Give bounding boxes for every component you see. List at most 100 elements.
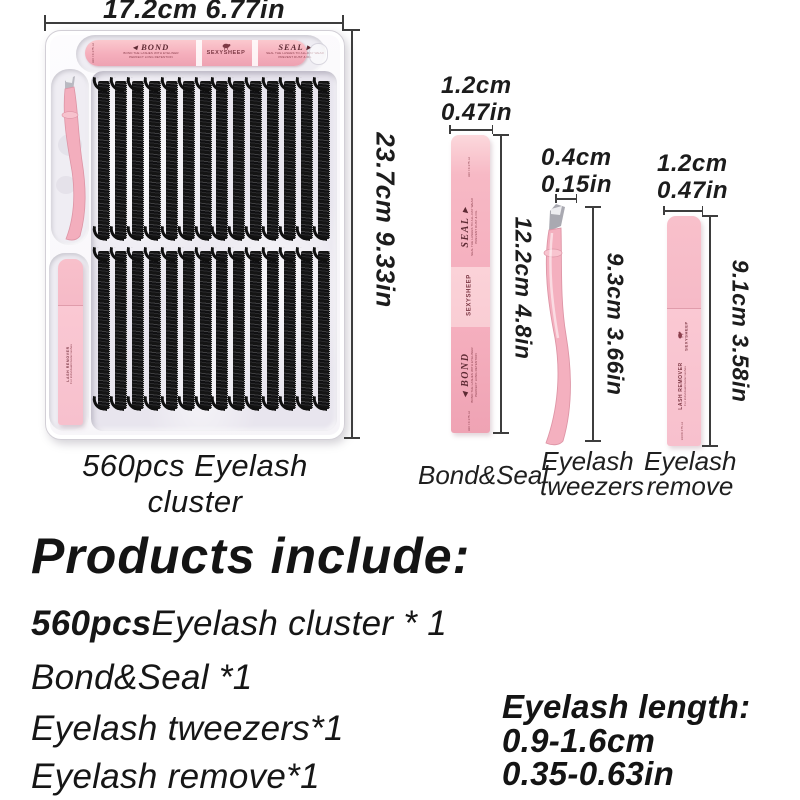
lash-strip xyxy=(284,81,297,239)
bond-vol-bottom: 3ml / 0.175 oz xyxy=(467,410,472,432)
remover-body xyxy=(58,306,83,425)
lash-strip xyxy=(233,81,246,239)
remover-vol: 3ml/0.175 oz xyxy=(680,421,685,441)
tray-remover-text: LASH REMOVER For individual/cluster lash… xyxy=(66,299,74,425)
remover-brand-block: SEXYSHEEP xyxy=(678,271,689,401)
lash-strips-row-bottom xyxy=(98,251,330,409)
remover-height-label: 9.1cm 3.58in xyxy=(727,259,754,403)
lash-strip xyxy=(216,81,229,239)
lash-strip xyxy=(148,81,161,239)
length-note-cm: 0.9-1.6cm xyxy=(502,722,656,759)
sheep-logo-icon xyxy=(222,43,231,50)
tweezers-width-in: 0.15in xyxy=(541,171,613,198)
tweezers-height-dim-line xyxy=(585,206,601,442)
lash-strip xyxy=(317,81,330,239)
lash-strip xyxy=(182,251,195,409)
bondseal-width-cm: 1.2cm xyxy=(441,72,512,99)
tube-vol-left: 3ml / 0.175 oz xyxy=(91,42,96,64)
brand-label: SEXYSHEEP xyxy=(206,50,246,56)
tweezers-width-label: 0.4cm 0.15in xyxy=(541,144,612,198)
brand-section: SEXYSHEEP xyxy=(202,43,250,57)
remover-cap xyxy=(667,216,701,309)
lash-strip xyxy=(250,81,263,239)
lash-strip xyxy=(267,81,280,239)
bondseal-height-label: 12.2cm 4.8in xyxy=(510,216,537,360)
length-note-title: Eyelash length: xyxy=(502,688,751,725)
bond-seal-tube-horizontal: 3ml / 0.175 oz ◂ BOND BOND THE LASHES WI… xyxy=(85,40,324,66)
bond-sub2-vertical: PERFECT LONG RETENTION xyxy=(473,353,478,397)
bond-sub1: BOND THE LASHES WITH EYELINER xyxy=(123,51,179,55)
seal-section: SEAL ▸ SEAL THE LASHES TO ALL-DAY WEAR P… xyxy=(258,42,332,59)
eyelash-tweezers-image xyxy=(543,204,571,446)
product-item-1-text: Eyelash cluster * 1 xyxy=(151,604,448,643)
lash-strip xyxy=(199,251,212,409)
products-title: Products include: xyxy=(31,528,471,584)
lash-strips-row-top xyxy=(98,81,330,239)
seal-sub2-vertical: PREVENT DUST & OIL xyxy=(473,210,478,244)
bond-section: ◂ BOND BOND THE LASHES WITH EYELINER PER… xyxy=(109,42,193,59)
lash-strip xyxy=(233,251,246,409)
bond-seal-tube: 3ml / 0.175 oz SEAL ▸ SEAL THE LASHES TO… xyxy=(451,135,490,433)
tray-tweezers xyxy=(56,76,86,241)
tube-cap xyxy=(309,43,328,65)
lash-strip xyxy=(267,251,280,409)
lash-strip xyxy=(216,251,229,409)
remover-sub: For individual/cluster lashes xyxy=(69,344,74,384)
bondseal-width-label: 1.2cm 0.47in xyxy=(441,72,512,126)
tweezers-caption-line1: Eyelash xyxy=(541,446,634,476)
lash-strip xyxy=(98,251,110,409)
remover-width-in: 0.47in xyxy=(657,177,729,204)
tweezers-height-label: 9.3cm 3.66in xyxy=(602,252,629,396)
lash-strip xyxy=(148,251,161,409)
sheep-logo-icon xyxy=(678,332,684,339)
remover-width-bracket xyxy=(663,207,703,214)
product-item-4: Eyelash remove*1 xyxy=(31,757,320,796)
lash-strip xyxy=(131,81,144,239)
tube-band xyxy=(252,40,258,66)
remover-width-label: 1.2cm 0.47in xyxy=(657,150,728,204)
bondseal-caption: Bond&Seal xyxy=(418,460,549,490)
tweezers-caption: Eyelash tweezers xyxy=(540,446,645,501)
lash-cluster-well xyxy=(91,71,337,431)
seal-half xyxy=(451,135,490,267)
bondseal-width-in: 0.47in xyxy=(441,99,513,126)
bond-half xyxy=(451,327,490,433)
remover-caption-line2: remove xyxy=(646,471,734,501)
tray-remover-tube: LASH REMOVER For individual/cluster lash… xyxy=(58,259,83,425)
lash-strip xyxy=(317,251,330,409)
bond-sub2: PERFECT LONG RETENTION xyxy=(129,54,173,59)
brand-band xyxy=(451,267,490,327)
tray-width-dim-line xyxy=(44,15,344,31)
tweezers-caption-line2: tweezers xyxy=(540,471,645,501)
product-item-2: Bond&Seal *1 xyxy=(31,658,253,697)
remover-height-dim-line xyxy=(702,215,718,447)
remover-caption: Eyelash remove xyxy=(644,446,737,501)
tray-width-label: 17.2cm 6.77in xyxy=(102,0,286,24)
lash-strip xyxy=(250,251,263,409)
eyelash-tray: 3ml / 0.175 oz ◂ BOND BOND THE LASHES WI… xyxy=(45,30,345,440)
seal-label: SEAL ▸ xyxy=(278,42,312,52)
seal-sub1: SEAL THE LASHES TO ALL-DAY WEAR xyxy=(266,51,324,55)
tray-height-dim-line xyxy=(344,29,360,439)
lash-strip xyxy=(114,251,127,409)
product-item-1: 560pcsEyelash cluster * 1 xyxy=(31,604,447,644)
lash-strip xyxy=(199,81,212,239)
lash-strip xyxy=(165,81,178,239)
length-note-in: 0.35-0.63in xyxy=(502,755,675,792)
tray-height-label: 23.7cm 9.33in xyxy=(370,132,401,308)
lash-remover-tube: SEXYSHEEP LASH REMOVER For individual/cl… xyxy=(667,216,701,446)
bondseal-width-bracket xyxy=(449,126,493,133)
lash-strip xyxy=(284,251,297,409)
lash-strip xyxy=(301,81,314,239)
tweezers-width-cm: 0.4cm xyxy=(541,144,612,171)
lash-strip xyxy=(301,251,314,409)
remover-cap xyxy=(58,259,83,306)
remover-caption-line1: Eyelash xyxy=(644,446,737,476)
lash-strip xyxy=(98,81,110,239)
remover-body xyxy=(667,309,701,446)
product-item-3: Eyelash tweezers*1 xyxy=(31,709,344,748)
tube-band xyxy=(196,40,202,66)
lash-strip xyxy=(114,81,127,239)
tweezers-width-bracket xyxy=(555,195,577,202)
lash-strip xyxy=(165,251,178,409)
